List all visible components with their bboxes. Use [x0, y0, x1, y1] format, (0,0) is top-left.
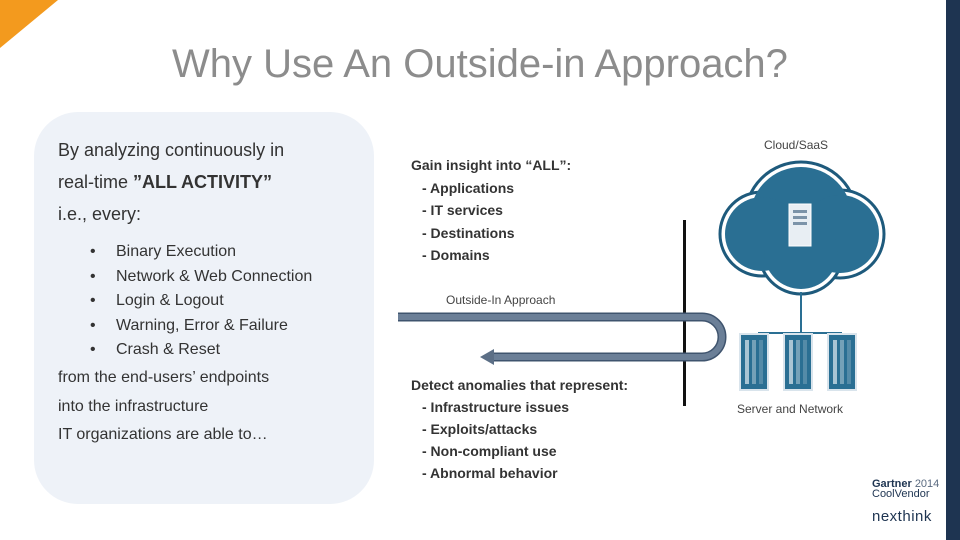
- u-turn-arrow: [398, 314, 725, 360]
- server-tower-icon: [739, 333, 769, 391]
- right-edge-bar: [946, 0, 960, 540]
- detect-item: - Exploits/attacks: [422, 421, 538, 437]
- server-tower-icon: [783, 333, 813, 391]
- server-label: Server and Network: [737, 402, 844, 416]
- intro-line-2: real-time ”ALL ACTIVITY”: [58, 166, 368, 198]
- insight-item: - Domains: [422, 247, 490, 263]
- cloud-label: Cloud/SaaS: [764, 138, 829, 152]
- detect-item: - Infrastructure issues: [422, 399, 570, 415]
- approach-label: Outside-In Approach: [446, 293, 556, 307]
- vendor-logo: Gartner 2014 CoolVendor nexthink: [872, 478, 939, 525]
- conclusion-line: from the end-users’ endpoints: [58, 369, 270, 386]
- insight-heading: Gain insight into “ALL”:: [411, 157, 572, 173]
- conclusion-line: IT organizations are able to…: [58, 426, 268, 443]
- u-turn-arrow-outline: [398, 312, 727, 362]
- cool-vendor-label: CoolVendor: [872, 488, 930, 500]
- insight-block: Gain insight into “ALL”: - Applications …: [411, 154, 571, 267]
- server-tower-icon: [827, 333, 857, 391]
- list-item: Warning, Error & Failure: [90, 314, 312, 339]
- insight-item: - Destinations: [422, 224, 515, 241]
- intro-line-3: i.e., every:: [58, 204, 142, 224]
- activity-list: Binary Execution Network & Web Connectio…: [90, 240, 312, 363]
- conclusion-text: from the end-users’ endpoints into the i…: [58, 364, 269, 450]
- intro-text: By analyzing continuously in real-time ”…: [58, 134, 368, 230]
- detect-item: - Abnormal behavior: [422, 465, 558, 481]
- intro-line-1: By analyzing continuously in: [58, 140, 285, 160]
- detect-item: - Non-compliant use: [422, 443, 557, 459]
- list-item: Binary Execution: [90, 240, 312, 265]
- cloud-server-icon: [788, 203, 812, 247]
- arrow-head: [480, 349, 494, 365]
- corner-accent: [0, 0, 58, 48]
- list-item: Network & Web Connection: [90, 265, 312, 290]
- insight-item: - Applications: [422, 179, 515, 196]
- intro-line-2-prefix: real-time: [58, 172, 134, 192]
- gartner-year: 2014: [914, 478, 940, 490]
- list-item: Login & Logout: [90, 289, 312, 314]
- gartner-label: Gartner 2014: [872, 478, 939, 490]
- all-activity-label: ”ALL ACTIVITY”: [133, 172, 273, 192]
- conclusion-line: into the infrastructure: [58, 397, 209, 415]
- list-item: Crash & Reset: [90, 338, 312, 363]
- nexthink-logo: nexthink: [872, 508, 932, 525]
- detect-block: Detect anomalies that represent: - Infra…: [411, 374, 628, 484]
- insight-item: - IT services: [422, 202, 503, 218]
- slide-title: Why Use An Outside-in Approach?: [172, 42, 788, 86]
- detect-heading: Detect anomalies that represent:: [411, 377, 629, 393]
- gartner-name: Gartner: [872, 478, 912, 490]
